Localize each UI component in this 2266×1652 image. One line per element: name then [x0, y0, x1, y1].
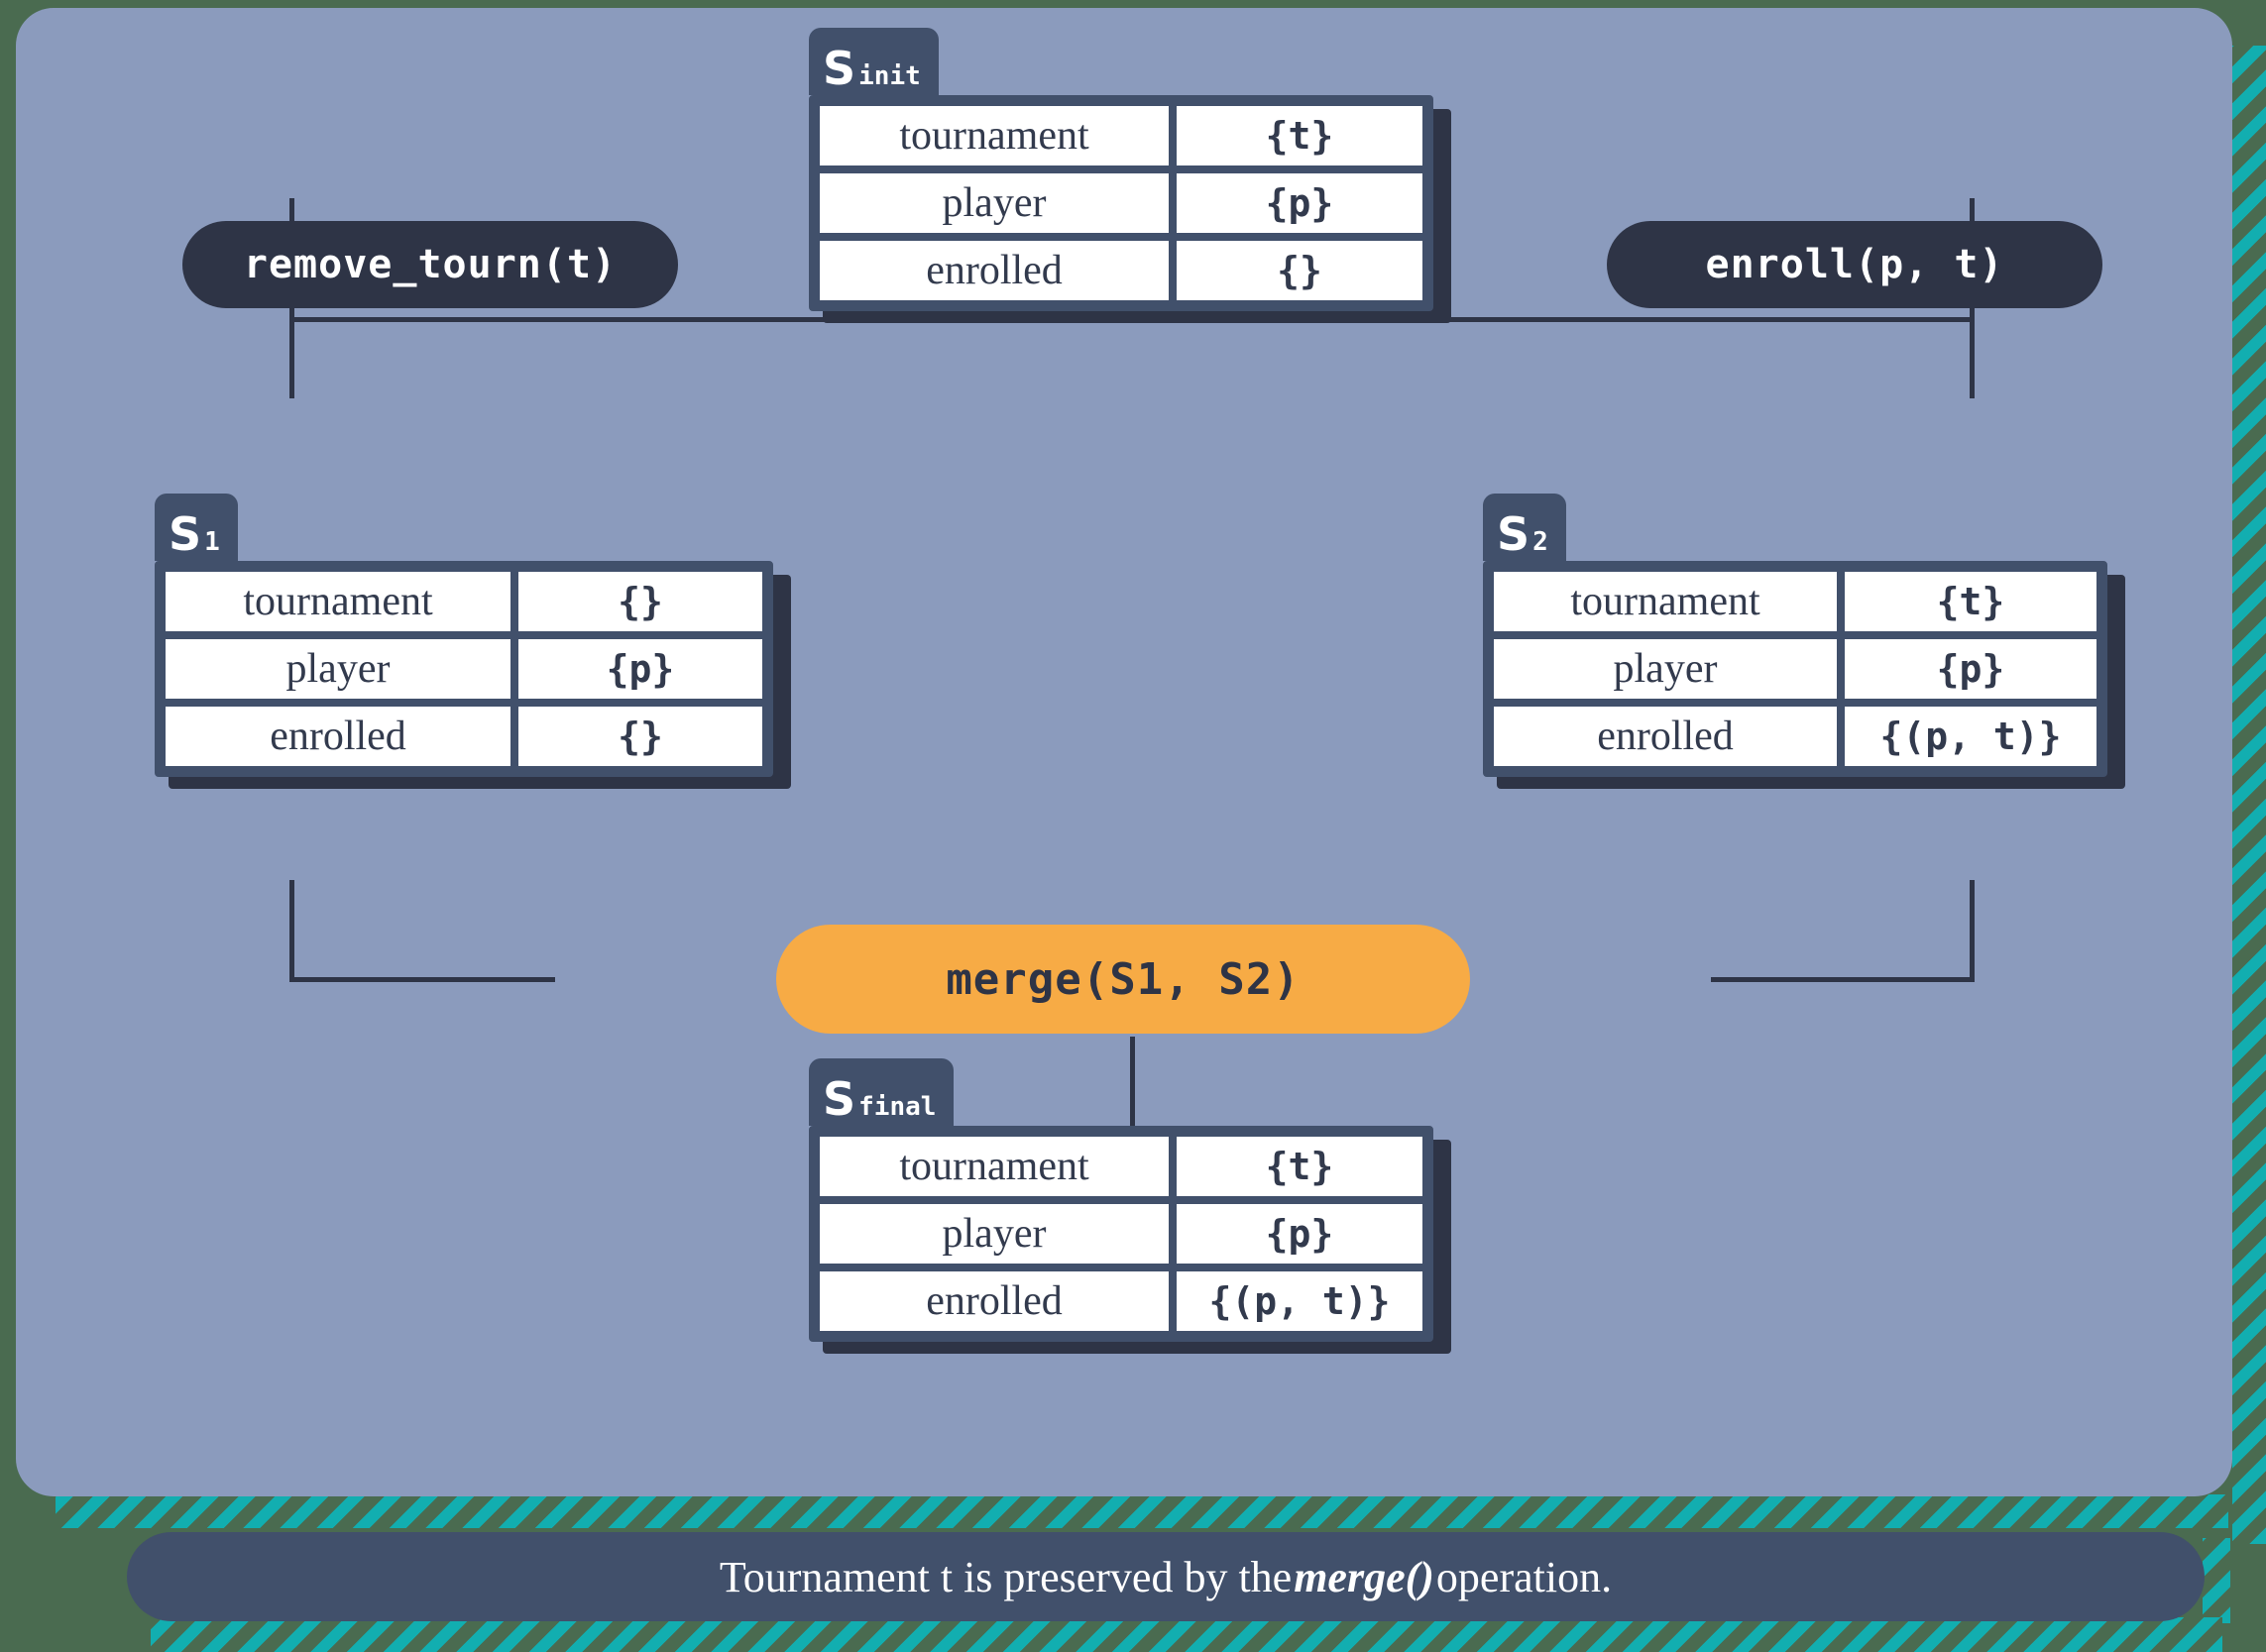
state-label-s2-main: S: [1497, 507, 1530, 561]
table-row: enrolled {}: [162, 703, 766, 770]
state-label-s2-sub: 2: [1532, 527, 1548, 557]
caption-text-before: Tournament t is preserved by the: [719, 1552, 1293, 1601]
state-final-row0-value: {t}: [1173, 1133, 1426, 1200]
state-s1-row0-value: {}: [514, 568, 766, 635]
connector-s2-to-merge: [1711, 977, 1975, 982]
connector-s1-down: [289, 880, 294, 979]
stripe-band-right: [2232, 46, 2266, 1544]
state-final-row1-key: player: [816, 1200, 1173, 1267]
operation-merge-label: merge(S1, S2): [946, 953, 1301, 1005]
stripe-band-panel-bottom: [56, 1494, 2228, 1528]
state-label-s1: S 1: [155, 494, 238, 561]
state-label-init: S init: [809, 28, 939, 95]
state-label-init-sub: init: [858, 61, 921, 91]
state-s2-row2-value: {(p, t)}: [1841, 703, 2100, 770]
operation-remove-tourn-label: remove_tourn(t): [243, 242, 618, 287]
state-final-row2-value: {(p, t)}: [1173, 1267, 1426, 1335]
table-row: enrolled {}: [816, 237, 1426, 304]
table-row: enrolled {(p, t)}: [816, 1267, 1426, 1335]
state-table-s1: tournament {} player {p} enrolled {}: [155, 561, 773, 777]
caption-text-emphasis: merge(): [1294, 1552, 1434, 1601]
state-s1-row2-key: enrolled: [162, 703, 514, 770]
operation-merge[interactable]: merge(S1, S2): [776, 925, 1470, 1034]
stripe-band-caption-bottom: [151, 1617, 2222, 1652]
connector-s2-down: [1970, 880, 1975, 979]
state-s2-row0-key: tournament: [1490, 568, 1841, 635]
table-row: player {p}: [816, 169, 1426, 237]
state-label-final-sub: final: [858, 1092, 937, 1122]
operation-enroll-label: enroll(p, t): [1705, 242, 2004, 287]
state-label-final: S final: [809, 1058, 955, 1126]
table-row: player {p}: [816, 1200, 1426, 1267]
state-card-final: S final tournament {t} player {p} enroll…: [809, 1058, 1451, 1455]
state-init-row2-value: {}: [1173, 237, 1426, 304]
table-row: tournament {t}: [1490, 568, 2100, 635]
caption-text-after: operation.: [1435, 1552, 1613, 1601]
state-label-s1-sub: 1: [204, 527, 220, 557]
table-row: tournament {t}: [816, 1133, 1426, 1200]
state-final-row1-value: {p}: [1173, 1200, 1426, 1267]
state-s2-row1-value: {p}: [1841, 635, 2100, 703]
state-card-init: S init tournament {t} player {p} enrolle…: [809, 28, 1451, 323]
table-row: tournament {}: [162, 568, 766, 635]
operation-remove-tourn[interactable]: remove_tourn(t): [182, 221, 678, 308]
state-card-s1: S 1 tournament {} player {p} enrolled {}: [155, 494, 791, 890]
state-init-row0-value: {t}: [1173, 102, 1426, 169]
table-row: player {p}: [1490, 635, 2100, 703]
operation-enroll[interactable]: enroll(p, t): [1607, 221, 2102, 308]
diagram-panel: remove_tourn(t) enroll(p, t) merge(S1, S…: [16, 8, 2232, 1496]
table-row: enrolled {(p, t)}: [1490, 703, 2100, 770]
state-label-s1-main: S: [169, 507, 202, 561]
state-label-final-main: S: [823, 1072, 856, 1126]
state-label-init-main: S: [823, 42, 856, 95]
state-init-row2-key: enrolled: [816, 237, 1173, 304]
state-s1-row1-value: {p}: [514, 635, 766, 703]
state-table-s2: tournament {t} player {p} enrolled {(p, …: [1483, 561, 2107, 777]
state-init-row1-value: {p}: [1173, 169, 1426, 237]
state-init-row0-key: tournament: [816, 102, 1173, 169]
state-s2-row1-key: player: [1490, 635, 1841, 703]
state-init-row1-key: player: [816, 169, 1173, 237]
state-table-init: tournament {t} player {p} enrolled {}: [809, 95, 1433, 311]
connector-s1-to-merge: [289, 977, 555, 982]
table-row: player {p}: [162, 635, 766, 703]
state-final-row0-key: tournament: [816, 1133, 1173, 1200]
connector-enroll-to-s2: [1970, 317, 1975, 398]
state-s1-row0-key: tournament: [162, 568, 514, 635]
state-s1-row1-key: player: [162, 635, 514, 703]
stripe-band-caption-right: [2203, 1538, 2230, 1623]
state-label-s2: S 2: [1483, 494, 1566, 561]
state-card-s2: S 2 tournament {t} player {p} enrolled {…: [1483, 494, 2125, 890]
state-s1-row2-value: {}: [514, 703, 766, 770]
caption-bar: Tournament t is preserved by the merge()…: [127, 1532, 2205, 1621]
state-s2-row0-value: {t}: [1841, 568, 2100, 635]
state-final-row2-key: enrolled: [816, 1267, 1173, 1335]
state-s2-row2-key: enrolled: [1490, 703, 1841, 770]
table-row: tournament {t}: [816, 102, 1426, 169]
connector-remove-tourn-to-s1: [289, 317, 294, 398]
state-table-final: tournament {t} player {p} enrolled {(p, …: [809, 1126, 1433, 1342]
connector-merge-to-final: [1130, 1037, 1135, 1152]
